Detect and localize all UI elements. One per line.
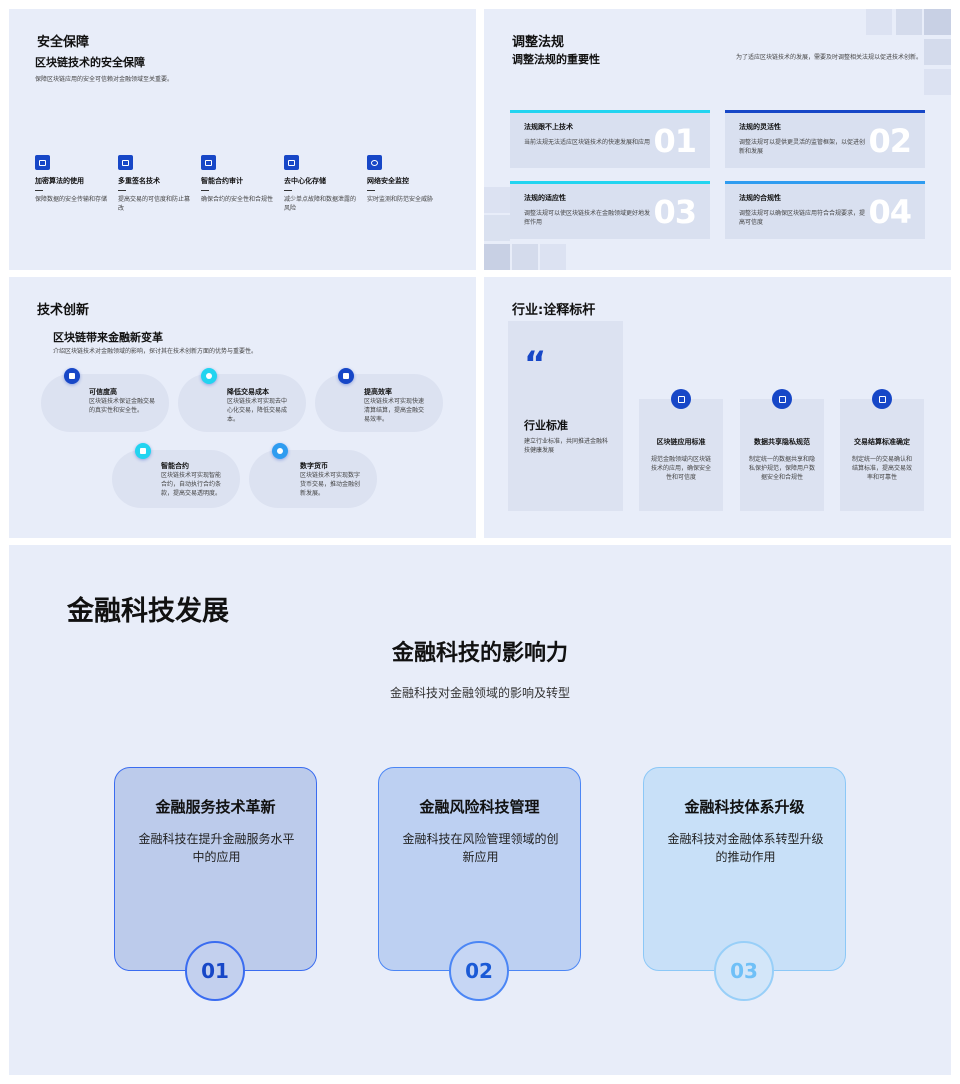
innovation-item [41,374,169,432]
slide-innovation: 技术创新 区块链带来金融新变革 介绍区块链技术对金融领域的影响，探讨其在技术创新… [9,277,476,538]
slide-description: 金融科技对金融领域的影响及转型 [389,686,570,700]
image-icon [35,155,50,170]
slide-subtitle: 区块链技术的安全保障 [35,56,145,69]
innovation-item [112,450,240,508]
image-icon [872,389,892,409]
document-icon [671,389,691,409]
impact-card: 金融科技体系升级 金融科技对金融体系转型升级的推动作用 [643,767,846,971]
slide-title: 安全保障 [37,35,90,50]
card-number: 01 [185,941,245,1001]
impact-card: 金融风险科技管理 金融科技在风险管理领域的创新应用 [378,767,581,971]
feature-item: 加密算法的使用 保障数据的安全传输和存储 [35,155,115,204]
card-number: 02 [449,941,509,1001]
slide-subtitle: 金融科技的影响力 [391,641,568,666]
rule-card: 法规的灵活性 调整法规可以提供更灵活的监管框架，以促进创新和发展 02 [725,110,925,168]
card-number: 03 [714,941,774,1001]
contract-icon [135,443,151,459]
impact-card: 金融服务技术革新 金融科技在提升金融服务水平中的应用 [114,767,317,971]
slide-regulation: 调整法规 调整法规的重要性 为了适应区块链技术的发展，需要及时调整相关法规以促进… [484,9,951,270]
innovation-item [249,450,377,508]
feature-item: 多重签名技术 提高交易的可信度和防止篡改 [118,155,198,213]
slide-title: 技术创新 [37,303,90,318]
slide-note: 为了适应区块链技术的发展，需要及时调整相关法规以促进技术创新。 [736,54,923,61]
standard-main-card: “ 行业标准 建立行业标准，共同推进金融科技健康发展 [508,321,623,511]
slide-description: 保障区块链应用的安全可信赖对金融领域至关重要。 [35,76,174,83]
slide-description: 介绍区块链技术对金融领域的影响，探讨其在技术创新方面的优势与重要性。 [53,348,258,355]
shield-icon [367,155,382,170]
storage-icon [338,368,354,384]
innovation-item [178,374,306,432]
slide-industry-standard: 行业:诠释标杆 “ 行业标准 建立行业标准，共同推进金融科技健康发展 区块链应用… [484,277,951,538]
feature-item: 智能合约审计 确保合约的安全性和合规性 [201,155,281,204]
slide-title: 金融科技发展 [67,596,229,627]
feature-item: 网络安全监控 实时监测和防范安全威胁 [367,155,447,204]
coin-icon [272,443,288,459]
network-icon [772,389,792,409]
standard-card: 数据共享隐私规范 制定统一的数据共享和隐私保护规范，保障用户数据安全和合规性 [740,399,824,511]
standard-card: 交易结算标准确定 制定统一的交易确认和结算标准，提高交易效率和可靠性 [840,399,924,511]
slide-fintech: 金融科技发展 金融科技的影响力 金融科技对金融领域的影响及转型 金融服务技术革新… [9,545,951,1075]
storage-icon [284,155,299,170]
rule-card: 法规的合规性 调整法规可以确保区块链应用符合合规要求，提高可信度 04 [725,181,925,239]
feature-item: 去中心化存储 减少单点故障和数据泄露的风险 [284,155,364,213]
innovation-item [315,374,443,432]
rule-card: 法规跟不上技术 当前法规无法适应区块链技术的快速发展和应用 01 [510,110,710,168]
slide-security: 安全保障 区块链技术的安全保障 保障区块链应用的安全可信赖对金融领域至关重要。 … [9,9,476,270]
standard-card: 区块链应用标准 规范金融领域内区块链技术的应用，确保安全性和可信度 [639,399,723,511]
slide-subtitle: 调整法规的重要性 [512,53,600,66]
slide-subtitle: 区块链带来金融新变革 [53,331,163,344]
rule-card: 法规的适应性 调整法规可以使区块链技术在金融领域更好地发挥作用 03 [510,181,710,239]
slide-title: 行业:诠释标杆 [512,303,596,318]
image-icon [64,368,80,384]
image-icon [118,155,133,170]
contract-icon [201,155,216,170]
quote-icon: “ [524,344,547,384]
slide-title: 调整法规 [512,35,565,50]
gear-icon [201,368,217,384]
